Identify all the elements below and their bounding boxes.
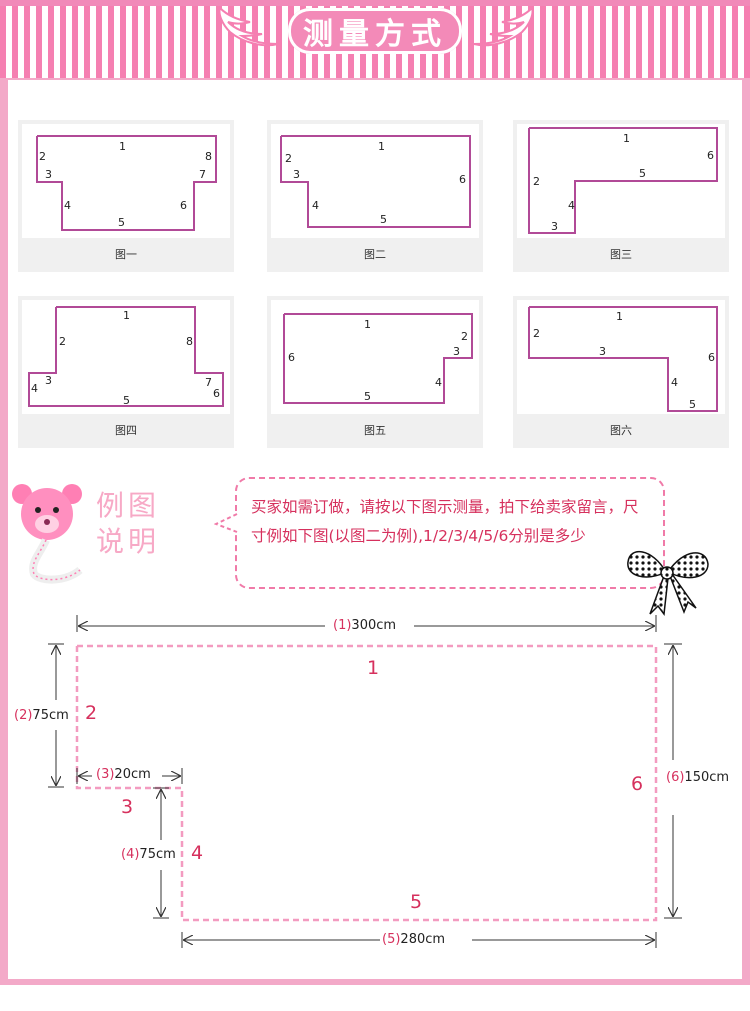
dimension-4: (4)75cm xyxy=(119,847,178,862)
wing-icon xyxy=(473,6,534,47)
figure-4: 1 2 3 4 5 6 7 8 图四 xyxy=(18,296,234,448)
figure-caption: 图一 xyxy=(115,248,137,261)
example-outline xyxy=(75,644,658,922)
header-top-bar xyxy=(0,0,750,6)
instruction-text: 买家如需订做，请按以下图示测量，拍下给卖家留言，尺寸例如下图(以图二为例),1/… xyxy=(251,498,639,545)
figure-5: 1 2 3 4 5 6 图五 xyxy=(267,296,483,448)
fig-label: 3 xyxy=(453,345,460,358)
figure-6: 1 2 3 4 5 6 图六 xyxy=(513,296,729,448)
fig-label: 7 xyxy=(205,376,212,389)
figure-caption: 图六 xyxy=(610,424,632,437)
fig-label: 1 xyxy=(616,310,623,323)
side-label-3: 3 xyxy=(121,796,134,818)
dimension-6: (6)150cm xyxy=(664,770,732,785)
figure-3: 1 2 3 4 5 6 图三 xyxy=(513,120,729,272)
figure-1-outline xyxy=(36,135,217,231)
side-label-1: 1 xyxy=(367,657,380,679)
figure-caption: 图四 xyxy=(115,424,137,437)
bear-tape-measure-icon xyxy=(12,484,83,584)
fig-label: 4 xyxy=(671,376,678,389)
fig-label: 2 xyxy=(39,150,46,163)
fig-label: 4 xyxy=(568,199,575,212)
figure-3-outline xyxy=(528,127,718,234)
note-pointer xyxy=(214,513,238,533)
dimension-5: (5)280cm xyxy=(380,932,448,947)
example-diagram xyxy=(48,615,682,948)
fig-label: 2 xyxy=(533,327,540,340)
fig-label: 3 xyxy=(45,168,52,181)
fig-label: 6 xyxy=(459,173,466,186)
fig-label: 5 xyxy=(380,213,387,226)
fig-label: 3 xyxy=(45,374,52,387)
fig-label: 3 xyxy=(293,168,300,181)
fig-label: 3 xyxy=(599,345,606,358)
fig-label: 2 xyxy=(285,152,292,165)
dimension-2: (2)75cm xyxy=(12,708,71,723)
side-label-4: 4 xyxy=(191,842,204,864)
figure-2: 1 2 3 4 5 6 图二 xyxy=(267,120,483,272)
fig-label: 5 xyxy=(364,390,371,403)
fig-label: 1 xyxy=(119,140,126,153)
fig-label: 5 xyxy=(123,394,130,407)
figure-2-outline xyxy=(280,135,471,228)
fig-label: 1 xyxy=(623,132,630,145)
fig-label: 1 xyxy=(123,309,130,322)
figure-1: 1 2 3 4 5 6 7 8 图一 xyxy=(18,120,234,272)
fig-label: 5 xyxy=(639,167,646,180)
figure-6-outline xyxy=(528,306,718,412)
instruction-note: 买家如需订做，请按以下图示测量，拍下给卖家留言，尺寸例如下图(以图二为例),1/… xyxy=(235,477,665,589)
figure-5-outline xyxy=(283,313,473,404)
fig-label: 5 xyxy=(689,398,696,411)
figure-caption: 图二 xyxy=(364,248,386,261)
fig-label: 2 xyxy=(533,175,540,188)
fig-label: 4 xyxy=(312,199,319,212)
fig-label: 6 xyxy=(180,199,187,212)
fig-label: 5 xyxy=(118,216,125,229)
fig-label: 8 xyxy=(205,150,212,163)
fig-label: 6 xyxy=(213,387,220,400)
fig-label: 2 xyxy=(461,330,468,343)
fig-label: 4 xyxy=(64,199,71,212)
wing-icon xyxy=(218,6,279,47)
fig-label: 7 xyxy=(199,168,206,181)
fig-label: 8 xyxy=(186,335,193,348)
fig-label: 4 xyxy=(435,376,442,389)
side-label-5: 5 xyxy=(410,891,423,913)
side-label-6: 6 xyxy=(631,773,644,795)
side-label-2: 2 xyxy=(85,702,98,724)
dimension-3: (3)20cm xyxy=(94,767,153,782)
figure-caption: 图三 xyxy=(610,248,632,261)
fig-label: 4 xyxy=(31,382,38,395)
fig-label: 1 xyxy=(364,318,371,331)
figure-4-outline xyxy=(28,306,224,407)
fig-label: 6 xyxy=(708,351,715,364)
polka-dot-bow-icon xyxy=(627,550,709,616)
fig-label: 6 xyxy=(707,149,714,162)
figure-caption: 图五 xyxy=(364,424,386,437)
page-title: 测量方式 xyxy=(288,8,462,54)
fig-label: 1 xyxy=(378,140,385,153)
fig-label: 2 xyxy=(59,335,66,348)
example-title: 例图说明 xyxy=(96,489,161,558)
dimension-1: (1)300cm xyxy=(331,618,399,633)
fig-label: 6 xyxy=(288,351,295,364)
fig-label: 3 xyxy=(551,220,558,233)
